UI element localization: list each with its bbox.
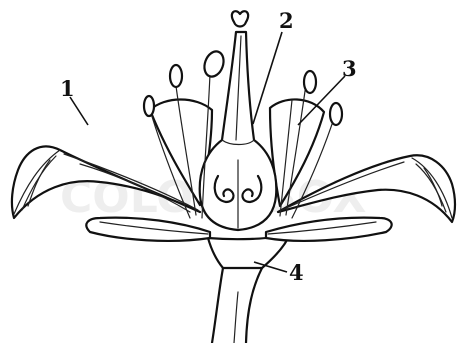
label-2: 2 [279,8,294,33]
label-4: 4 [289,260,304,285]
label-1: 1 [60,76,75,101]
label-3: 3 [342,56,357,81]
stem [212,268,262,343]
